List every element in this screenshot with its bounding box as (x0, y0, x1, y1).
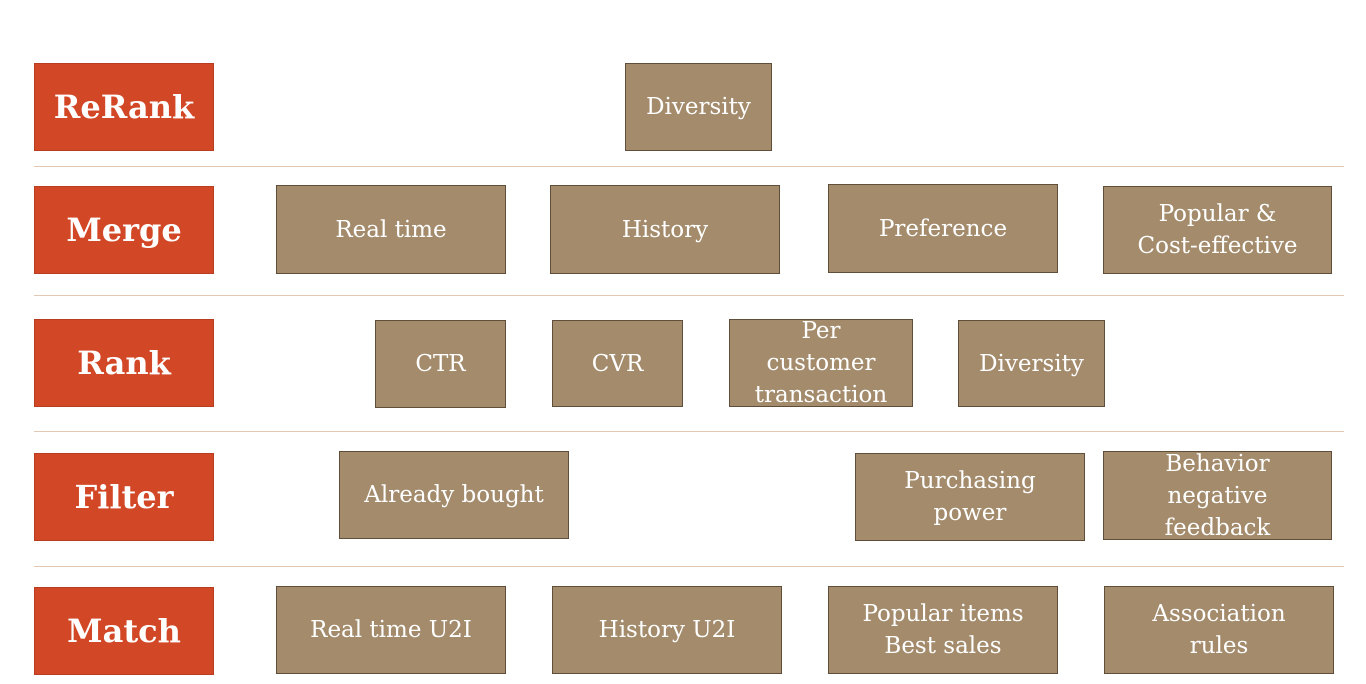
divider-rerank-merge (34, 166, 1344, 167)
stage-label-match: Match (34, 587, 214, 675)
divider-rank-filter (34, 431, 1344, 432)
merge-box-history: History (550, 185, 780, 274)
merge-box-real-time: Real time (276, 185, 506, 274)
filter-box-behavior-negative-feedback: Behavior negative feedback (1103, 451, 1332, 540)
match-box-association-rules: Association rules (1104, 586, 1334, 674)
stage-label-merge: Merge (34, 186, 214, 274)
match-box-history-u2i: History U2I (552, 586, 782, 674)
stage-label-rank: Rank (34, 319, 214, 407)
filter-box-purchasing-power: Purchasing power (855, 453, 1085, 541)
divider-filter-match (34, 566, 1344, 567)
match-box-real-time-u2i: Real time U2I (276, 586, 506, 674)
stage-label-filter: Filter (34, 453, 214, 541)
stage-label-rerank: ReRank (34, 63, 214, 151)
rank-box-ctr: CTR (375, 320, 506, 408)
filter-box-already-bought: Already bought (339, 451, 569, 539)
rank-box-per-customer-transaction: Per customer transaction (729, 319, 913, 407)
divider-merge-rank (34, 295, 1344, 296)
match-box-popular-items-best-sales: Popular items Best sales (828, 586, 1058, 674)
merge-box-popular-cost-effective: Popular & Cost-effective (1103, 186, 1332, 274)
rank-box-diversity: Diversity (958, 320, 1105, 407)
rank-box-cvr: CVR (552, 320, 683, 407)
rerank-box-diversity: Diversity (625, 63, 772, 151)
merge-box-preference: Preference (828, 184, 1058, 273)
